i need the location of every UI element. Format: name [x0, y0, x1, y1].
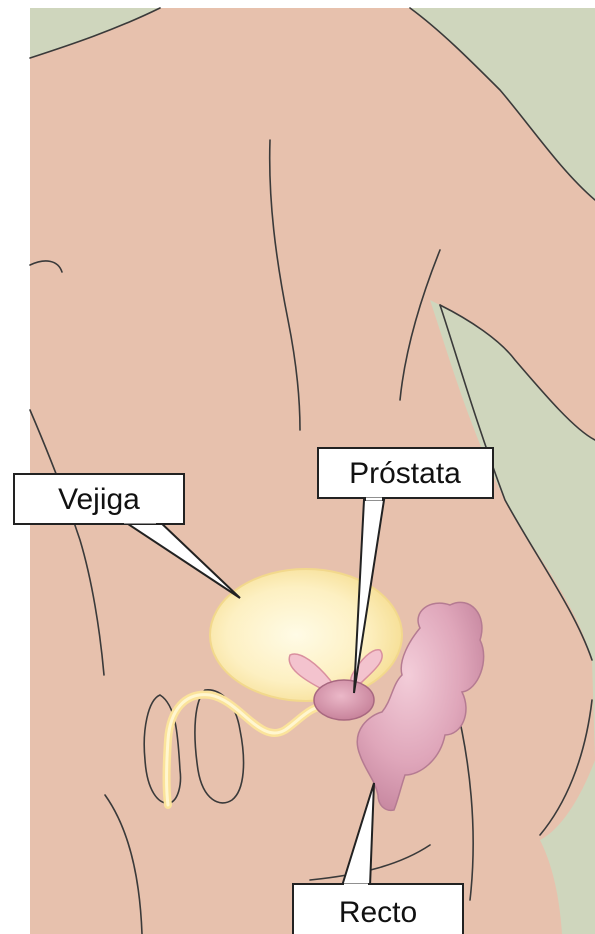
label-recto: Recto — [339, 896, 417, 929]
left-white-margin — [0, 0, 30, 934]
bladder-organ — [210, 569, 402, 701]
label-prostata: Próstata — [349, 457, 461, 490]
label-vejiga: Vejiga — [58, 483, 140, 516]
top-white-margin — [0, 0, 595, 8]
prostate-organ — [314, 680, 374, 720]
